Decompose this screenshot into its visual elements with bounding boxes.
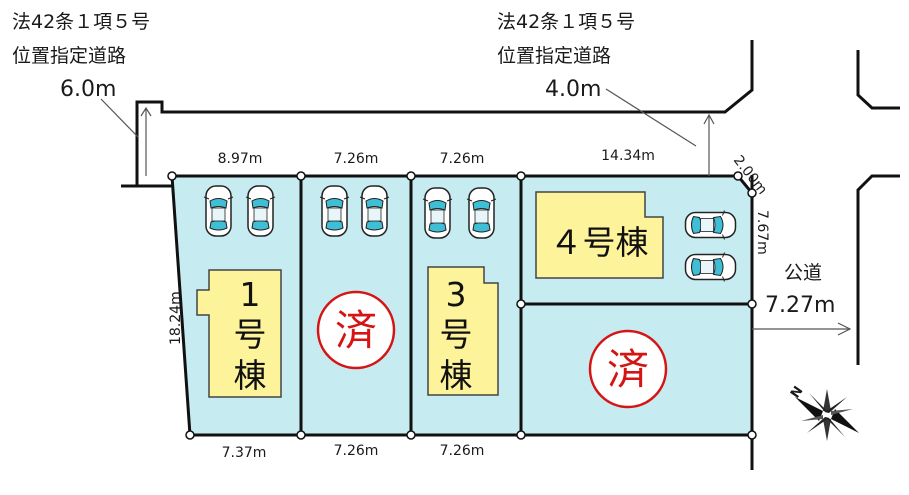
car-lot2-b bbox=[359, 185, 390, 237]
compass-north-letter: N bbox=[788, 384, 807, 402]
building-3-number: 3 bbox=[446, 275, 467, 314]
car-lot3-b bbox=[466, 187, 497, 239]
sold-mark-lot2: 済 bbox=[316, 290, 396, 370]
building-1-go: 号 bbox=[234, 315, 267, 354]
dim-top-lot4: 14.34m bbox=[601, 148, 655, 164]
dim-bottom-lot2: 7.26m bbox=[334, 443, 379, 459]
car-lot2-a bbox=[319, 185, 350, 237]
road-left-label: 法42条１項５号 位置指定道路 6.0m bbox=[12, 11, 150, 102]
building-4: ４号棟 bbox=[535, 191, 664, 279]
dim-left-side: 18.24m bbox=[168, 291, 184, 345]
sold-mark-lot5-text: 済 bbox=[607, 345, 649, 394]
boundary-markers bbox=[167, 171, 757, 440]
building-1-to: 棟 bbox=[234, 356, 267, 395]
road-left-line2: 位置指定道路 bbox=[12, 45, 126, 67]
dim-top-lot2: 7.26m bbox=[334, 151, 379, 167]
road-left-line1: 法42条１項５号 bbox=[12, 11, 150, 33]
building-3: 3 号 棟 bbox=[427, 266, 499, 396]
road-right-line2: 位置指定道路 bbox=[497, 45, 611, 67]
car-lot4-a bbox=[684, 209, 737, 241]
dim-right-lot4: 7.67m bbox=[754, 210, 770, 255]
car-lot1-a bbox=[203, 185, 234, 237]
dim-bottom-lot3: 7.26m bbox=[440, 443, 485, 459]
dim-top-lot3: 7.26m bbox=[440, 151, 485, 167]
road-right-width: 4.0m bbox=[545, 77, 601, 102]
public-road-width: 7.27m bbox=[765, 293, 835, 318]
public-road-label: 公道 7.27m bbox=[765, 262, 835, 318]
building-1-number: 1 bbox=[240, 275, 261, 314]
building-1: 1 号 棟 bbox=[196, 269, 282, 398]
car-lot3-a bbox=[422, 187, 453, 239]
building-4-label: ４号棟 bbox=[550, 223, 649, 262]
car-lot4-b bbox=[684, 251, 737, 283]
road-width-arrows bbox=[100, 88, 852, 336]
north-compass-icon: N bbox=[788, 384, 859, 441]
road-right-label: 法42条１項５号 位置指定道路 4.0m bbox=[497, 11, 635, 102]
dim-top-lot1: 8.97m bbox=[218, 151, 263, 167]
car-lot1-b bbox=[245, 185, 276, 237]
sold-mark-lot2-text: 済 bbox=[335, 306, 377, 355]
road-right-line1: 法42条１項５号 bbox=[497, 11, 635, 33]
dim-bottom-lot1: 7.37m bbox=[222, 445, 267, 461]
building-3-go: 号 bbox=[440, 315, 473, 354]
public-road-name: 公道 bbox=[784, 262, 822, 284]
sold-mark-lot5: 済 bbox=[588, 329, 668, 409]
building-3-to: 棟 bbox=[440, 356, 473, 395]
road-left-width: 6.0m bbox=[60, 77, 116, 102]
